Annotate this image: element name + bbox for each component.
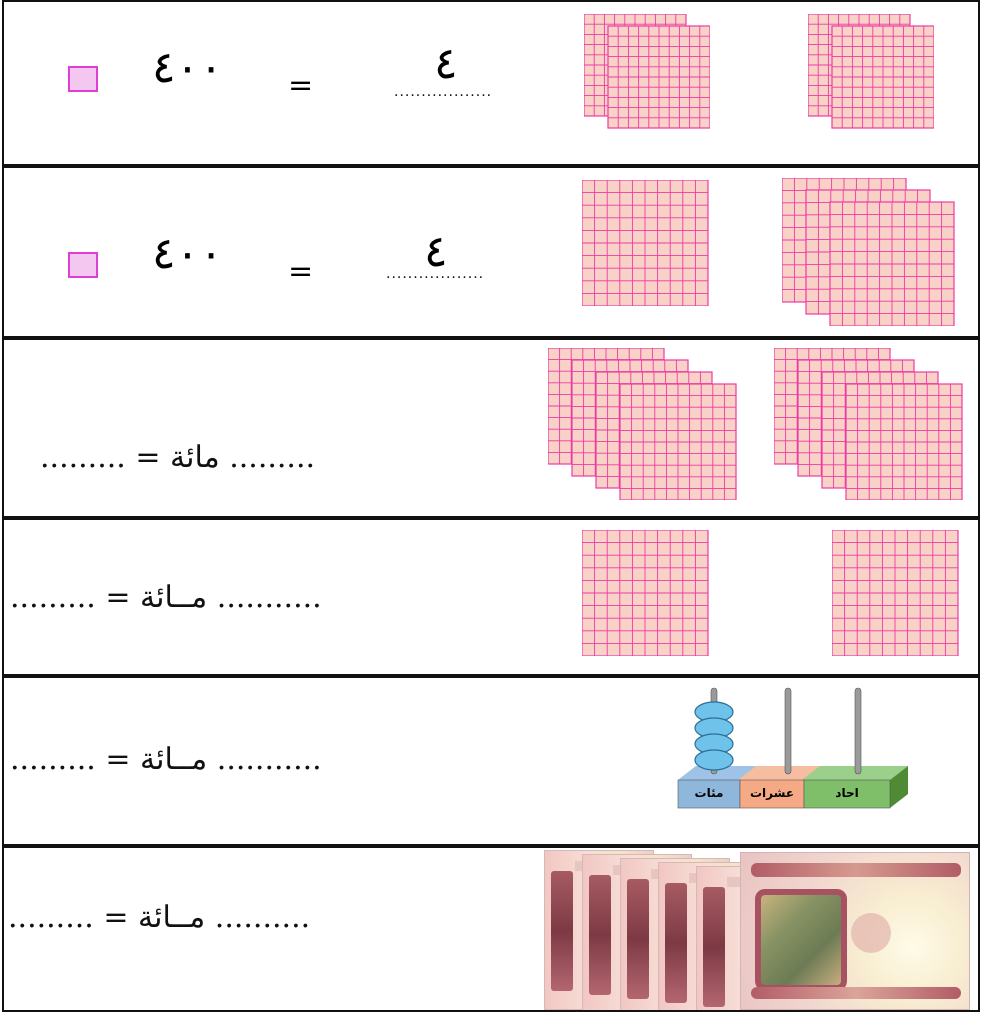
hundred-flat-icon: [584, 14, 710, 129]
hundred-flat-icon: [832, 530, 959, 656]
value-hundreds: ٤٠٠: [152, 42, 223, 93]
hundred-flat-icon: [782, 178, 955, 326]
hundred-flat-stack: [832, 530, 962, 656]
abacus: مئات عشرات احاد: [660, 686, 914, 836]
answer-digit: ٤: [424, 226, 448, 277]
hundred-flat-stack: [582, 180, 712, 306]
hundred-flat-icon: [548, 348, 737, 500]
exercise-row-1: ٤٠٠ = ٤ ..................: [2, 0, 980, 166]
abacus-label-tens: عشرات: [749, 786, 795, 800]
checkbox-2[interactable]: [68, 252, 98, 278]
checkbox-1[interactable]: [68, 66, 98, 92]
abacus-label-ones: احاد: [835, 786, 859, 800]
exercise-text: ........... مــائة = .........: [10, 742, 322, 777]
value-hundreds: ٤٠٠: [152, 228, 223, 279]
hundred-flat-icon: [582, 180, 709, 306]
hundred-flat-stack: [808, 14, 934, 158]
hundred-flat-stack: [782, 178, 958, 326]
hundred-flat-icon: [582, 530, 709, 656]
exercise-text: ........... مــائة = .........: [10, 580, 322, 615]
hundred-flat-icon: [808, 14, 934, 129]
equals-sign: =: [288, 68, 314, 103]
hundred-flat-stack: [774, 348, 976, 500]
exercise-text: .......... مــائة = .........: [8, 900, 311, 935]
answer-digit: ٤: [434, 38, 458, 89]
exercise-row-4: ........... مــائة = .........: [2, 518, 980, 676]
exercise-row-2: ٤٠٠ = ٤ ..................: [2, 166, 980, 338]
banknote-icon: [740, 852, 970, 1010]
answer-line: ..................: [394, 84, 493, 100]
exercise-row-5: ........... مــائة = .........: [2, 676, 980, 846]
exercise-row-3: ......... مائة = .........: [2, 338, 980, 518]
abacus-label-hundreds: مئات: [694, 786, 724, 800]
answer-line: ..................: [386, 266, 485, 282]
hundred-flat-stack: [582, 530, 712, 656]
exercise-text: ......... مائة = .........: [40, 440, 316, 475]
hundred-flat-stack: [584, 14, 710, 158]
banknote-stack: [544, 850, 978, 1010]
hundred-flat-icon: [774, 348, 963, 500]
equals-sign: =: [288, 254, 314, 289]
exercise-row-6: .......... مــائة = .........: [2, 846, 980, 1012]
hundred-flat-stack: [548, 348, 750, 500]
abacus-icon: [677, 687, 908, 809]
